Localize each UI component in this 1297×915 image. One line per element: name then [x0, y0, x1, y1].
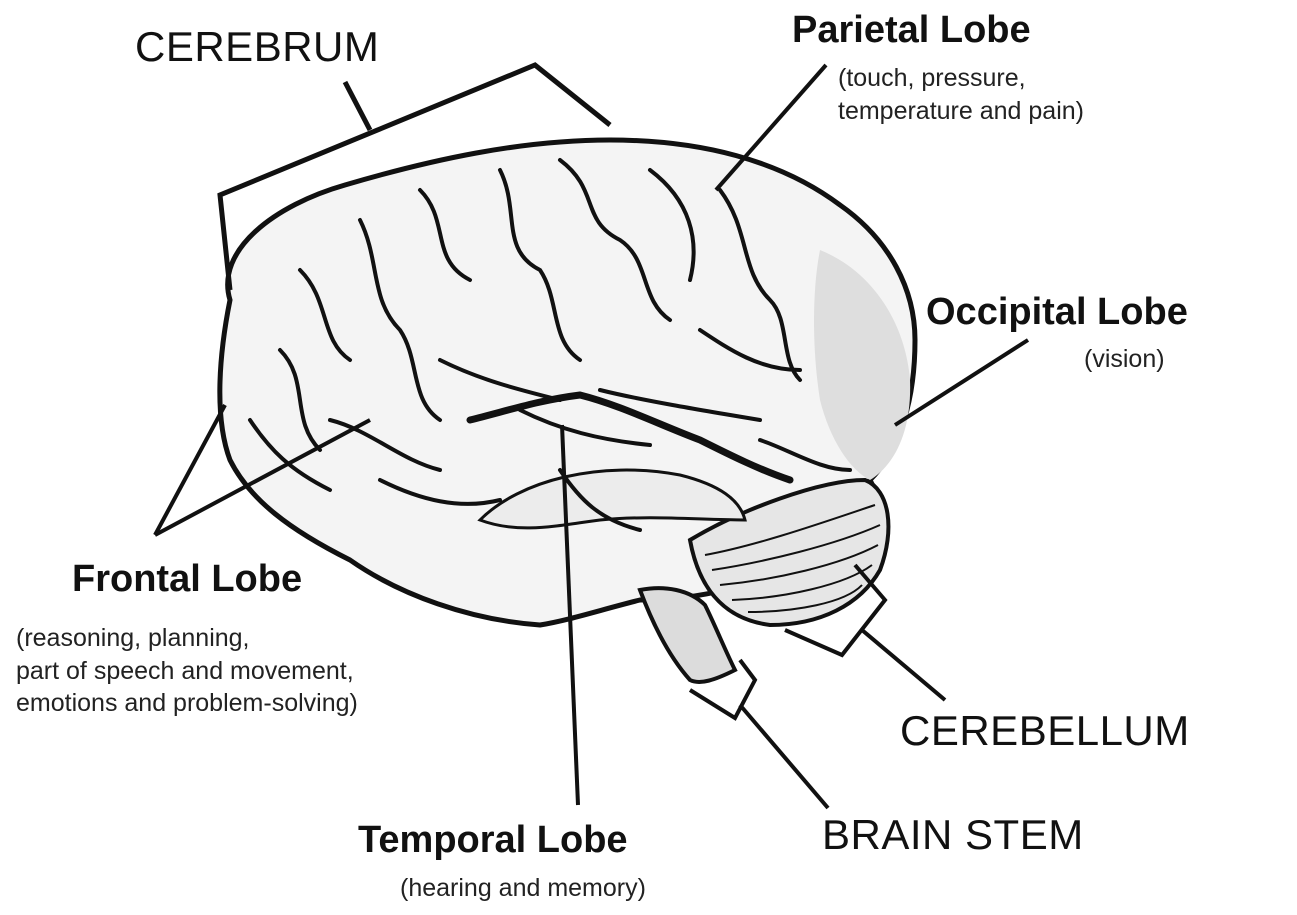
brain-stem-pointer [740, 705, 828, 808]
cerebellum-label: CEREBELLUM [900, 706, 1190, 756]
parietal-title: Parietal Lobe [792, 8, 1031, 54]
cerebrum-label: CEREBRUM [135, 22, 379, 72]
brain-stem-label: BRAIN STEM [822, 810, 1084, 860]
frontal-desc: (reasoning, planning, part of speech and… [16, 622, 358, 720]
cerebellum-pointer [862, 630, 945, 700]
frontal-desc-line: emotions and problem-solving) [16, 687, 358, 720]
parietal-label-group: Parietal Lobe [792, 8, 1031, 54]
frontal-desc-line: part of speech and movement, [16, 655, 358, 688]
frontal-title: Frontal Lobe [72, 557, 302, 603]
cerebrum-bracket-stem [345, 82, 370, 130]
parietal-desc-line: temperature and pain) [838, 95, 1084, 128]
occipital-title: Occipital Lobe [926, 290, 1188, 336]
frontal-desc-line: (reasoning, planning, [16, 622, 358, 655]
temporal-title: Temporal Lobe [358, 818, 628, 864]
parietal-desc: (touch, pressure, temperature and pain) [838, 62, 1084, 127]
temporal-desc: (hearing and memory) [400, 872, 646, 905]
parietal-desc-line: (touch, pressure, [838, 62, 1084, 95]
occipital-desc: (vision) [1084, 343, 1165, 376]
